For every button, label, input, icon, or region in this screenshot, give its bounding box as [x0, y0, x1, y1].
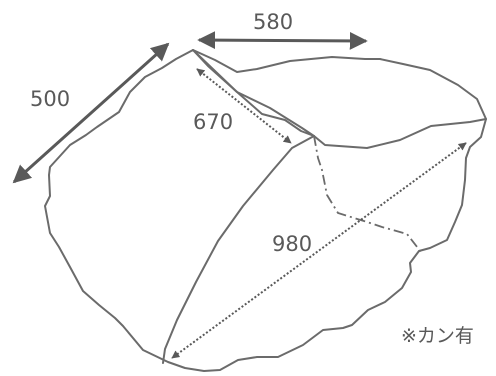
width-dimension-arrow — [197, 31, 368, 50]
hidden-edge — [313, 135, 422, 253]
depth-dimension-arrow — [12, 42, 170, 184]
long-diagonal-dimension-arrow — [171, 142, 467, 359]
long-diagonal-label: 980 — [272, 232, 312, 256]
diagonal-label: 670 — [193, 110, 233, 134]
top-face-edge — [313, 118, 487, 149]
width-label: 580 — [253, 10, 293, 34]
note-text: ※カン有 — [401, 325, 474, 347]
depth-label: 500 — [30, 87, 70, 111]
stone-outline — [44, 49, 487, 372]
